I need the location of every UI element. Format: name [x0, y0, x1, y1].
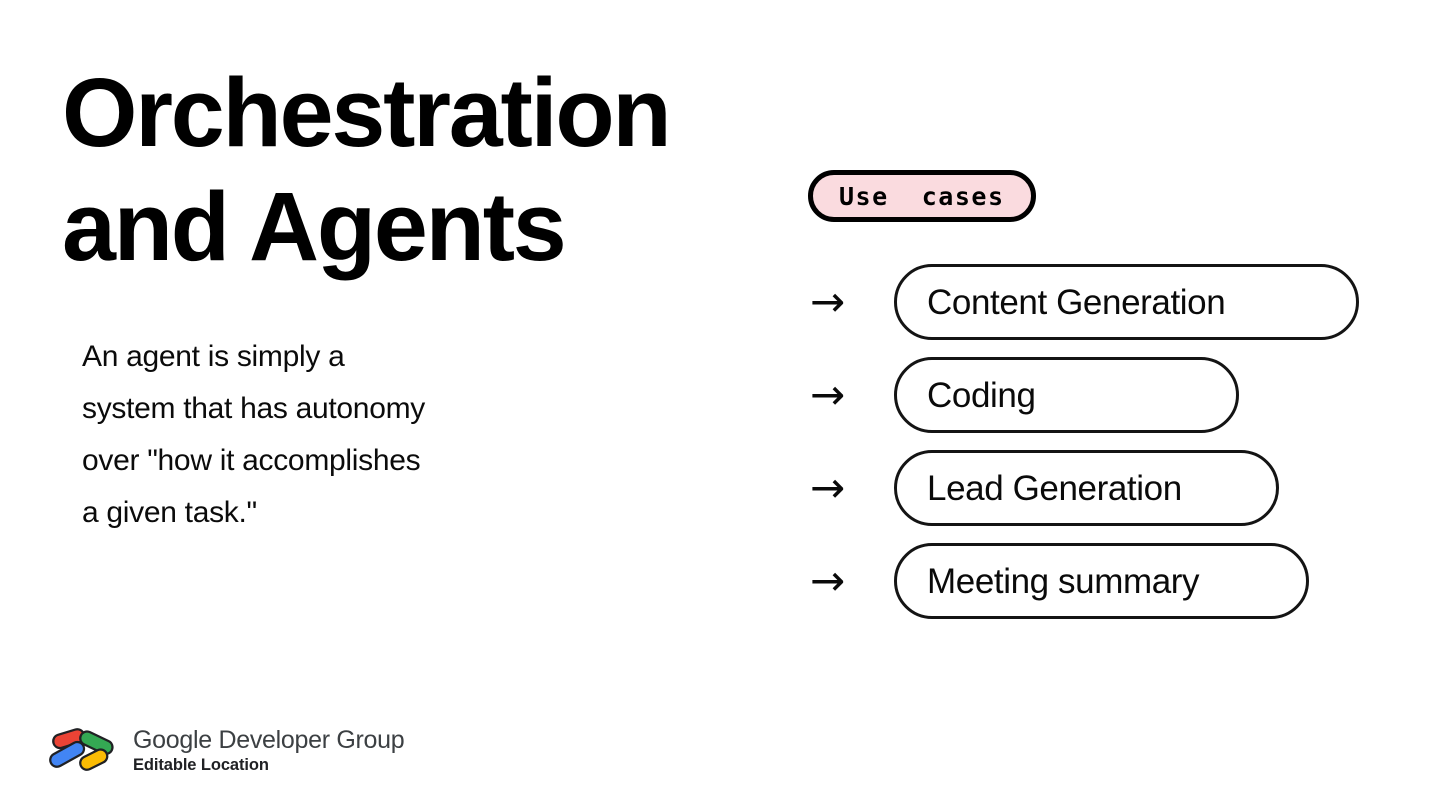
gdg-footer: Google Developer Group Editable Location: [48, 726, 405, 776]
use-case-label: Meeting summary: [927, 561, 1200, 601]
use-case-list: → Content Generation → Coding → Lead Gen…: [808, 264, 1408, 619]
gdg-organization-name: Google Developer Group: [133, 726, 405, 754]
list-item: → Coding: [808, 357, 1408, 433]
arrow-right-icon: →: [810, 277, 846, 326]
use-case-pill-meeting-summary[interactable]: Meeting summary: [894, 543, 1309, 619]
slide-body-text: An agent is simply a system that has aut…: [82, 340, 425, 529]
arrow-right-icon: →: [810, 463, 846, 512]
page-title: Orchestration and Agents: [62, 58, 672, 282]
gdg-wordmark: Google Developer Group Editable Location: [133, 726, 405, 776]
arrow-right-icon: →: [810, 370, 846, 419]
use-cases-column: Use cases → Content Generation → Coding …: [808, 170, 1408, 636]
use-case-label: Lead Generation: [927, 468, 1182, 508]
gdg-location-name: Editable Location: [133, 756, 269, 774]
use-case-pill-lead-generation[interactable]: Lead Generation: [894, 450, 1279, 526]
arrow-right-icon: →: [810, 556, 846, 605]
list-item: → Lead Generation: [808, 450, 1408, 526]
use-cases-badge-label: Use cases: [839, 181, 1005, 211]
list-item: → Meeting summary: [808, 543, 1408, 619]
use-case-pill-coding[interactable]: Coding: [894, 357, 1239, 433]
use-case-pill-content-generation[interactable]: Content Generation: [894, 264, 1359, 340]
use-case-label: Content Generation: [927, 282, 1226, 322]
list-item: → Content Generation: [808, 264, 1408, 340]
use-cases-badge: Use cases: [808, 170, 1036, 222]
left-content-column: Orchestration and Agents An agent is sim…: [62, 56, 722, 529]
gdg-logo-icon: [49, 728, 114, 772]
use-case-label: Coding: [927, 375, 1036, 415]
